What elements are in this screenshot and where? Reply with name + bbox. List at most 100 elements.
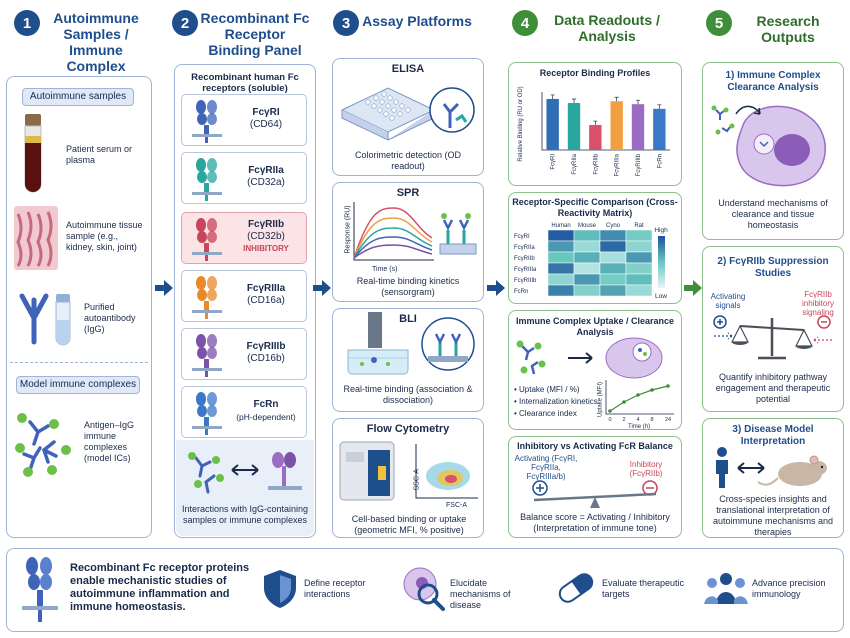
step-number-4: 4 xyxy=(512,10,538,36)
receptor-card: FcγRIIIb(CD16b) xyxy=(181,328,307,380)
output1-title: 1) Immune Complex Clearance Analysis xyxy=(725,70,821,93)
autoimmune-samples-label: Autoimmune samples xyxy=(22,88,134,106)
flow-cytometer-icon xyxy=(339,441,478,501)
receptor-icon xyxy=(192,100,222,143)
matrix-low-label: Low xyxy=(655,293,667,300)
receptor-icon xyxy=(192,158,222,201)
receptor-footer-icon xyxy=(22,557,58,622)
uptake-bullet: • Clearance index xyxy=(514,409,577,418)
bar-3 xyxy=(610,101,623,150)
column-title-2: Recombinant Fc Receptor Binding Panel xyxy=(200,10,310,58)
bar-chart-ylabel: Relative Binding (RU or OD) xyxy=(518,86,524,161)
bli-title: BLI xyxy=(399,313,417,325)
bar-4 xyxy=(631,104,645,150)
output2-text: Quantify inhibitory pathway engagement a… xyxy=(715,372,831,404)
flow-arrow-2 xyxy=(313,280,331,296)
suppression-scale-icon xyxy=(713,315,832,360)
uptake-point xyxy=(608,409,612,413)
matrix-cell xyxy=(573,284,601,297)
matrix-row-label: FcγRIIa xyxy=(514,245,535,251)
matrix-col-label: Human xyxy=(551,223,570,229)
matrix-high-label: High xyxy=(654,227,668,234)
matrix-cell xyxy=(547,262,575,275)
bli-text: Real-time binding (association & dissoci… xyxy=(343,384,473,405)
bar-chart-axis xyxy=(541,92,670,151)
step-number-3: 3 xyxy=(333,10,359,36)
output1-text: Understand mechanisms of clearance and t… xyxy=(718,198,828,230)
matrix-row-label: FcγRIIIb xyxy=(514,278,537,284)
matrix-row-label: FcγRI xyxy=(514,234,530,240)
balance-scale-icon xyxy=(532,480,658,508)
bar-2 xyxy=(589,125,602,150)
matrix-cell xyxy=(625,273,653,286)
matrix-cell xyxy=(625,229,653,242)
uptake-point xyxy=(636,393,640,397)
spr-text: Real-time binding kinetics (sensorgram) xyxy=(356,276,460,297)
complexes-text: Antigen–IgG immune complexes (model ICs) xyxy=(84,420,135,463)
matrix-cell xyxy=(573,251,601,264)
matrix-col-label: Rat xyxy=(634,223,644,229)
balance-text: Balance score = Activating / Inhibitory … xyxy=(520,512,670,533)
error-bar-0 xyxy=(550,94,555,99)
footer-item-4: Advance precision immunology xyxy=(752,578,826,599)
receptor-label: FcγRIIIb(CD16b) xyxy=(230,341,302,365)
matrix-cell xyxy=(547,229,575,242)
matrix-cell xyxy=(625,240,653,253)
footer-item-3: Evaluate therapeutic targets xyxy=(602,578,685,599)
matrix-row-label: FcγRIIIa xyxy=(514,267,537,273)
balance-title: Inhibitory vs Activating FcR Balance xyxy=(517,441,673,451)
uptake-ylabel: Uptake (MFI) xyxy=(597,382,604,418)
receptor-cd: (CD32b) xyxy=(247,231,285,242)
flow-text: Cell-based binding or uptake (geometric … xyxy=(351,514,467,535)
uptake-title: Immune Complex Uptake / Clearance Analys… xyxy=(515,316,675,337)
bar-tick-label-3: FcγRIIIa xyxy=(615,153,621,176)
interaction-icon xyxy=(188,452,302,494)
receptor-cd: (CD16b) xyxy=(247,353,285,364)
immune-complex-icon xyxy=(15,413,71,477)
human-mouse-icon xyxy=(716,447,827,488)
uptake-bullet: • Internalization kinetics xyxy=(514,397,598,406)
serum-text: Patient serum or plasma xyxy=(66,144,133,165)
people-icon xyxy=(704,573,748,604)
column-title-4: Data Readouts / Analysis xyxy=(554,12,660,44)
elisa-title: ELISA xyxy=(391,63,425,75)
receptor-panel-header: Recombinant human Fc receptors (soluble) xyxy=(191,72,299,94)
uptake-point xyxy=(666,384,670,388)
receptor-card: FcγRIIa(CD32a) xyxy=(181,152,307,204)
macrophage-icon xyxy=(711,105,826,187)
output3-text: Cross-species insights and translational… xyxy=(712,494,834,537)
flow-arrow-4 xyxy=(684,280,702,296)
error-bar-3 xyxy=(614,96,619,102)
error-bar-5 xyxy=(657,104,662,109)
tissue-text: Autoimmune tissue sample (e.g., kidney, … xyxy=(66,220,143,252)
output3-title: 3) Disease Model Interpretation xyxy=(732,424,814,447)
matrix-col-label: Mouse xyxy=(578,223,597,229)
output2-title: 2) FcγRIIb Suppression Studies xyxy=(717,256,829,279)
elisa-plate-icon xyxy=(340,87,475,141)
uptake-point xyxy=(650,388,654,392)
spr-ylabel: Response (RU) xyxy=(344,205,352,254)
matrix-col-label: Cyno xyxy=(606,223,621,229)
elisa-text: Colorimetric detection (OD readout) xyxy=(354,150,462,171)
matrix-cell xyxy=(625,262,653,275)
column-title-5: Research Outputs xyxy=(756,13,820,45)
receptor-cd: (CD32a) xyxy=(247,177,285,188)
receptor-icon xyxy=(192,334,222,377)
shield-icon xyxy=(264,570,296,608)
matrix-cell xyxy=(547,251,575,264)
footer-item-2: Elucidate mechanisms of disease xyxy=(450,578,511,610)
uptake-axis xyxy=(605,380,674,415)
inhibitory-label: Inhibitory (FcγRIIb) xyxy=(629,460,663,478)
sensorgram-chart xyxy=(353,202,477,261)
uptake-bullet: • Uptake (MFI / %) xyxy=(514,385,580,394)
inhibitory-tag: INHIBITORY xyxy=(243,244,289,253)
receptor-label: FcγRI(CD64) xyxy=(230,107,302,131)
magnifier-icon xyxy=(403,567,445,611)
receptor-card: FcγRIIb(CD32b)INHIBITORY xyxy=(181,212,307,264)
matrix-cell xyxy=(547,273,575,286)
receptor-name: FcγRIIIa xyxy=(246,283,286,294)
receptor-icon xyxy=(192,276,222,319)
inhibitory-signaling-label: FcγRIIb inhibitory signaling xyxy=(801,290,834,317)
